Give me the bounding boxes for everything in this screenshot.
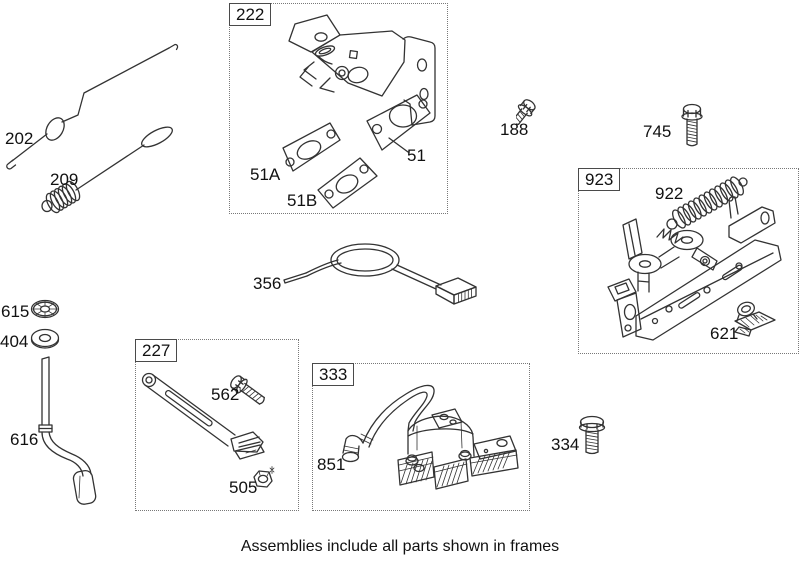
- part-label-188: 188: [500, 120, 529, 139]
- spring-922-drawing: [666, 176, 748, 230]
- part-label-202: 202: [5, 129, 34, 148]
- gasket-51B-drawing: [317, 157, 378, 209]
- ignition-coil-851-drawing: [341, 384, 519, 490]
- frame-222: 222: [229, 3, 448, 214]
- cable-356-drawing: [283, 243, 477, 305]
- part-label-51B: 51B: [287, 191, 318, 210]
- part-label-615: 615: [1, 302, 30, 321]
- frame-227-contents-drawing: [141, 372, 275, 488]
- washers-and-crank-drawing: [30, 299, 97, 505]
- clip-621-drawing: [734, 301, 776, 337]
- washer-404-drawing: [30, 328, 60, 349]
- bracket-assembly-drawing: [288, 14, 436, 126]
- crank-rod-616-drawing: [38, 356, 97, 505]
- gasket-51A-drawing: [282, 122, 341, 172]
- bolt-188-drawing: [516, 99, 536, 125]
- part-label-922: 922: [655, 184, 684, 203]
- frame-222-tag: 222: [229, 3, 272, 26]
- frame-333: 333: [312, 363, 530, 511]
- rod-202-drawing: [6, 43, 179, 170]
- leader-line-51: [388, 137, 409, 153]
- frame-227: 227: [135, 339, 299, 511]
- part-label-621: 621: [710, 324, 739, 343]
- frame-333-tag: 333: [312, 363, 355, 386]
- part-label-505: 505: [229, 478, 258, 497]
- screw-334-drawing: [578, 415, 606, 455]
- control-bracket-assembly-drawing: [607, 196, 782, 341]
- part-label-334: 334: [551, 435, 580, 454]
- frame-923-contents-drawing: [607, 176, 782, 341]
- governor-lever-drawing: [141, 372, 265, 460]
- star-washer-615-drawing: [30, 299, 60, 319]
- frame-227-tag: 227: [135, 339, 178, 362]
- frame-923: 923: [578, 168, 799, 354]
- frame-923-tag: 923: [578, 168, 621, 191]
- bolt-745-drawing: [681, 103, 703, 147]
- part-label-51A: 51A: [250, 165, 281, 184]
- diagram-caption: Assemblies include all parts shown in fr…: [240, 538, 560, 555]
- part-label-851: 851: [317, 455, 346, 474]
- part-label-209: 209: [50, 170, 79, 189]
- rod-202-and-spring-209-drawing: [6, 43, 179, 214]
- gasket-51-drawing: [366, 94, 431, 153]
- part-label-745: 745: [643, 122, 672, 141]
- part-label-562: 562: [211, 385, 240, 404]
- nut-505-drawing: [253, 466, 275, 488]
- frame-222-contents-drawing: [282, 14, 436, 209]
- frame-333-contents-drawing: [341, 384, 519, 490]
- part-label-51: 51: [407, 146, 426, 165]
- screw-562-drawing: [230, 375, 265, 405]
- spring-209-drawing: [41, 126, 173, 214]
- part-label-356: 356: [253, 274, 282, 293]
- part-label-404: 404: [0, 332, 29, 351]
- part-label-616: 616: [10, 430, 39, 449]
